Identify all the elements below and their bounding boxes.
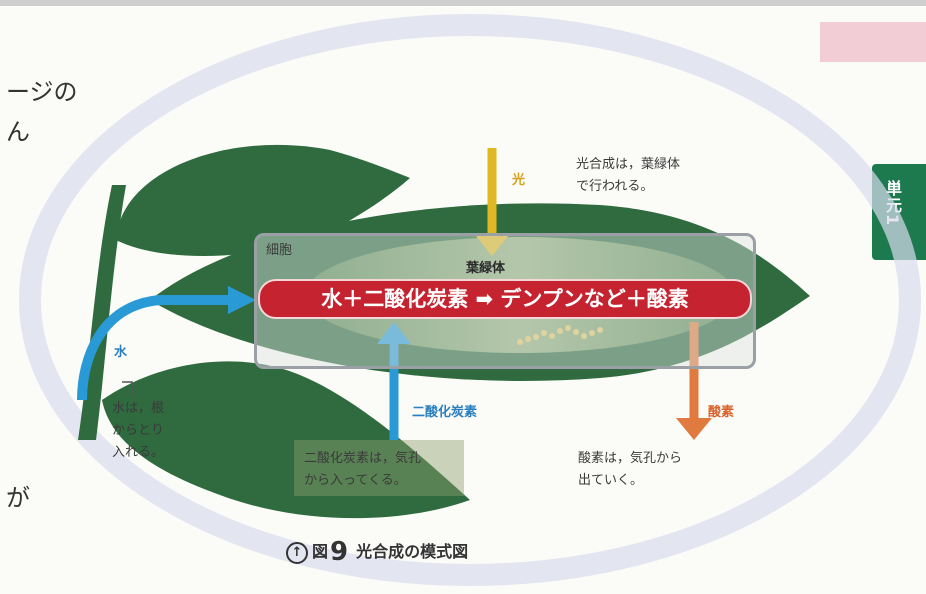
water-note-bracket xyxy=(122,381,133,396)
water-note-line2: からとり xyxy=(112,423,165,438)
top-divider xyxy=(0,0,926,6)
starch-beads xyxy=(517,325,603,345)
oxygen-note-line1: 酸素は，気孔から xyxy=(578,451,683,466)
chloroplast-label: 葉緑体 xyxy=(466,261,506,276)
side-text-line2: ん xyxy=(6,118,30,146)
caption-fig: 図 xyxy=(312,542,329,561)
caption-number: 9 xyxy=(330,537,349,567)
upper-leaf xyxy=(116,144,410,257)
water-arrow-head xyxy=(228,286,256,314)
light-note-line1: 光合成は，葉緑体 xyxy=(576,157,681,172)
lower-leaf xyxy=(102,361,470,519)
up-arrow-icon: ↑ xyxy=(286,542,308,564)
water-label: 水 xyxy=(114,345,128,360)
co2-note-line2: から入ってくる。 xyxy=(304,473,407,488)
co2-note-line1: 二酸化炭素は，気孔 xyxy=(304,451,422,466)
co2-note-highlight xyxy=(294,440,464,496)
figure-caption: ↑図9 光合成の模式図 xyxy=(286,537,468,567)
light-label: 光 xyxy=(512,173,526,188)
co2-label: 二酸化炭素 xyxy=(412,405,478,420)
halo-ring xyxy=(19,14,921,586)
water-note-line3: 入れる。 xyxy=(112,445,165,460)
co2-arrow-head xyxy=(377,322,411,344)
light-arrow-head xyxy=(476,236,508,256)
side-text-line3: が xyxy=(6,484,30,512)
light-note-line2: で行われる。 xyxy=(576,179,654,194)
oxygen-note-line2: 出ていく。 xyxy=(578,473,644,488)
caption-text: 光合成の模式図 xyxy=(356,542,469,561)
equation-bar: 水＋二酸化炭素 ➡ デンプンなど＋酸素 xyxy=(258,279,752,319)
pink-tab-block xyxy=(820,22,926,62)
cell-label: 細胞 xyxy=(266,243,293,258)
water-note-line1: 水は，根 xyxy=(112,401,165,416)
oxygen-label: 酸素 xyxy=(708,405,735,420)
side-text-line1: ージの xyxy=(6,78,78,106)
oxygen-arrow-head xyxy=(676,418,712,440)
stem xyxy=(78,185,126,440)
water-arrow-line xyxy=(77,295,232,401)
